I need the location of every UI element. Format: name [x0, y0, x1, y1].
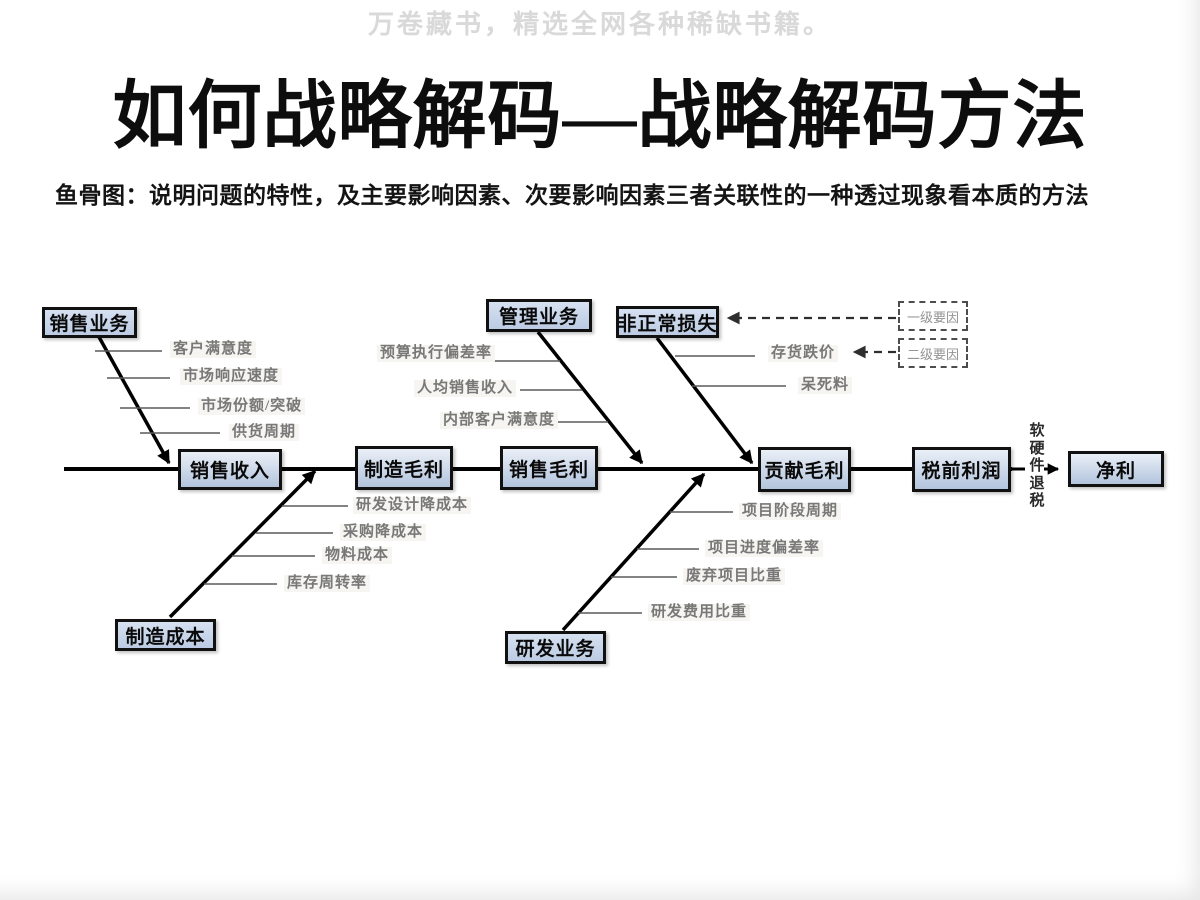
- cause-box-sales: 销售业务: [42, 307, 137, 338]
- spine-box-sales-revenue: 销售收入: [178, 449, 282, 490]
- factor-rd-4: 研发费用比重: [648, 604, 751, 621]
- cause-box-management: 管理业务: [486, 299, 592, 332]
- factor-mfg-3: 物料成本: [322, 547, 393, 564]
- factor-rd-3: 废弃项目比重: [683, 568, 786, 585]
- spine-box-sales-margin: 销售毛利: [500, 446, 598, 490]
- factor-sales-4: 供货周期: [229, 424, 300, 441]
- cause-box-manufacturing-cost: 制造成本: [115, 619, 216, 651]
- bone-abnormal-loss: [655, 336, 754, 465]
- factor-sales-1: 客户满意度: [170, 341, 257, 358]
- factor-abnormal-2: 呆死料: [798, 377, 853, 394]
- spine-box-contribution-margin: 贡献毛利: [758, 447, 851, 492]
- tax-note-vertical-text: 软硬件退税: [1029, 423, 1045, 510]
- factor-sales-2: 市场响应速度: [180, 368, 283, 385]
- bone-rd: [561, 472, 706, 632]
- page-title: 如何战略解码—战略解码方法: [112, 76, 1088, 158]
- watermark-text: 万卷藏书，精选全网各种稀缺书籍。: [367, 10, 832, 39]
- factor-mfg-2: 采购降成本: [340, 524, 427, 541]
- factor-mgmt-3: 内部客户满意度: [440, 412, 559, 429]
- legend-box-level2: 二级要因: [898, 338, 968, 368]
- factor-rd-2: 项目进度偏差率: [705, 540, 824, 557]
- spine-box-manufacturing-margin: 制造毛利: [355, 446, 453, 490]
- spine-box-pretax-profit: 税前利润: [912, 447, 1011, 492]
- bone-manufacturing-cost: [168, 469, 317, 619]
- cause-box-abnormal-loss: 非正常损失: [616, 306, 719, 338]
- factor-rd-1: 项目阶段周期: [739, 503, 842, 520]
- factor-abnormal-1: 存货跌价: [768, 345, 839, 362]
- factor-mgmt-2: 人均销售收入: [414, 380, 517, 397]
- factor-mfg-4: 库存周转率: [284, 575, 371, 592]
- subtitle-text: 鱼骨图：说明问题的特性，及主要影响因素、次要影响因素三者关联性的一种透过现象看本…: [55, 183, 1089, 208]
- bone-sales: [97, 336, 171, 465]
- factor-mgmt-1: 预算执行偏差率: [377, 345, 496, 362]
- factor-mfg-1: 研发设计降成本: [353, 497, 472, 514]
- spine-box-net-profit: 净利: [1068, 451, 1164, 487]
- factor-sales-3: 市场份额/突破: [198, 398, 306, 415]
- cause-box-rd: 研发业务: [505, 631, 606, 664]
- legend-box-level1: 一级要因: [898, 301, 968, 331]
- bone-management: [536, 330, 644, 465]
